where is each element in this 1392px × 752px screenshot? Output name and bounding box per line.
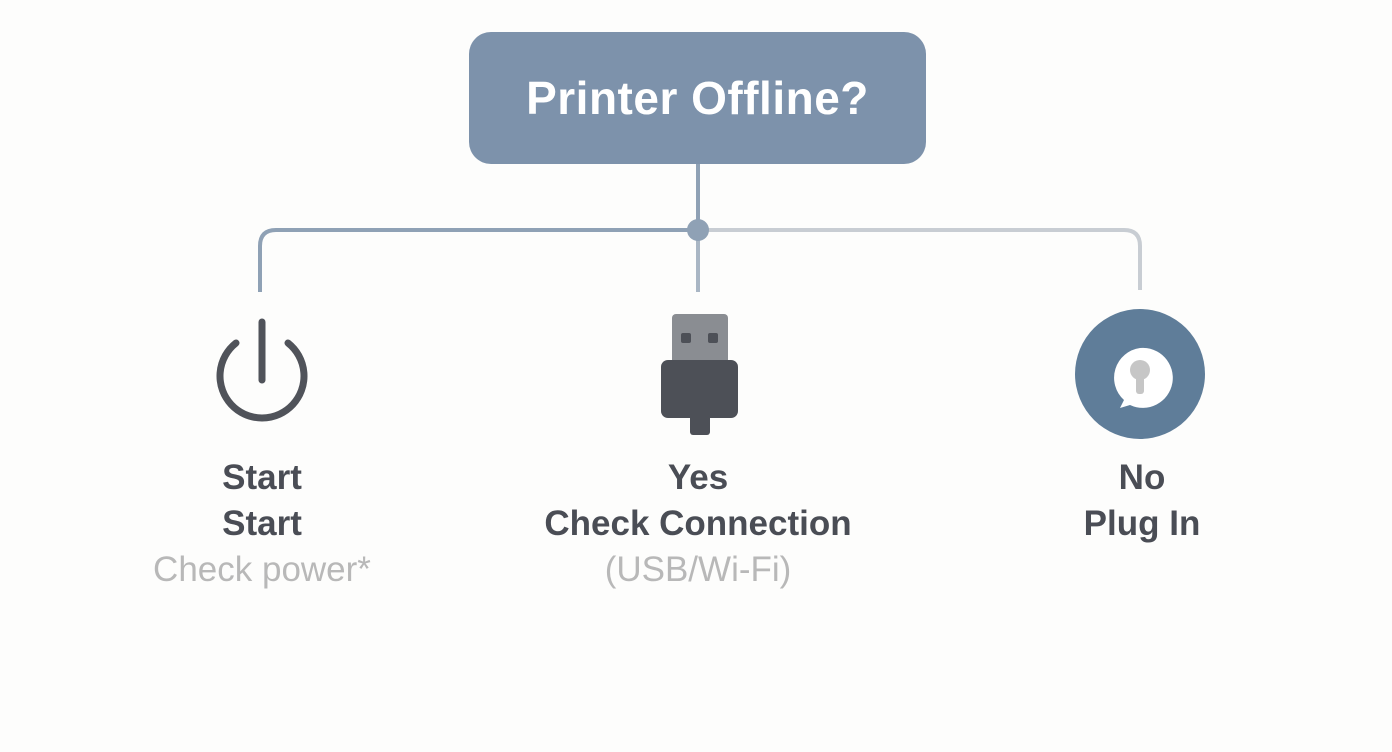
right-branch-line xyxy=(698,228,1142,290)
title-text: Printer Offline? xyxy=(526,72,869,124)
branch-start-label: Start Start Check power* xyxy=(52,455,472,593)
branch-start-line2: Start xyxy=(222,504,302,543)
branch-start-line1: Start xyxy=(222,458,302,497)
branch-no-line1: No xyxy=(1118,458,1166,497)
power-icon xyxy=(216,318,308,422)
branch-yes-line1: Yes xyxy=(667,458,729,497)
left-branch-line xyxy=(258,228,698,292)
branch-yes-line2: Check Connection xyxy=(544,504,852,543)
title-box: Printer Offline? xyxy=(469,32,926,164)
junction-dot xyxy=(687,219,709,241)
branch-no-line2: Plug In xyxy=(1083,504,1201,543)
branch-no-label: No Plug In xyxy=(932,455,1352,547)
branch-start-note: Check power* xyxy=(153,550,371,589)
branch-yes-label: Yes Check Connection (USB/Wi-Fi) xyxy=(488,455,908,593)
usb-plug-icon xyxy=(661,314,738,435)
plug-in-speech-bubble-icon xyxy=(1075,309,1205,439)
branch-yes-note: (USB/Wi-Fi) xyxy=(604,550,792,589)
